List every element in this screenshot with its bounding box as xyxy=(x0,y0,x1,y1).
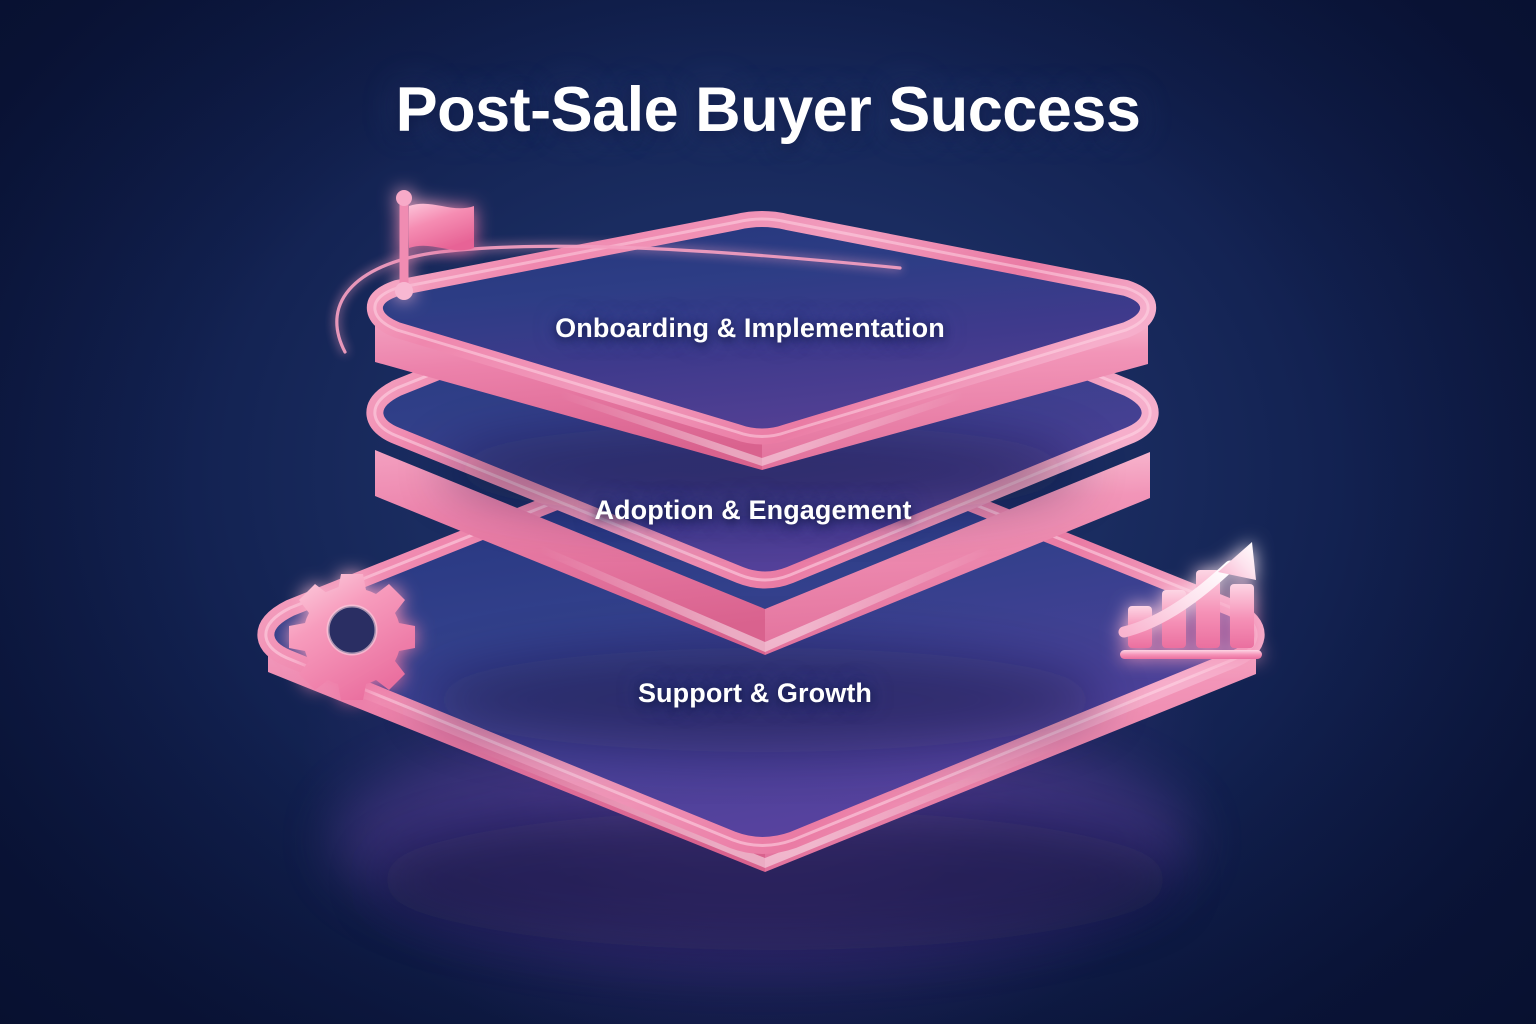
chart-baseline xyxy=(1120,650,1262,659)
layer-top-surface xyxy=(374,219,1149,437)
flag-cloth xyxy=(409,203,474,251)
layer-top-rim-inner-highlight xyxy=(373,217,1150,438)
chart-bar-4 xyxy=(1230,584,1254,648)
chart-arrow-head xyxy=(1218,542,1256,580)
layer-bottom-shadow xyxy=(375,810,1175,950)
flag-icon[interactable] xyxy=(395,190,474,300)
layer-middle-shadow xyxy=(425,648,1105,752)
gear-icon[interactable] xyxy=(289,574,415,700)
growth-chart-icon[interactable] xyxy=(1118,542,1262,659)
layer-bottom-rim-inner-highlight xyxy=(264,425,1258,847)
layer-top[interactable] xyxy=(366,211,1157,516)
chart-trend-line xyxy=(1118,560,1236,638)
swoosh-arc xyxy=(335,244,902,354)
page-title: Post-Sale Buyer Success xyxy=(395,75,1141,145)
gear-hole xyxy=(328,606,376,654)
gear-hole-rim xyxy=(326,604,378,656)
flag-pole-top-knob xyxy=(396,190,412,206)
flag-pole-base-knob xyxy=(395,282,413,300)
